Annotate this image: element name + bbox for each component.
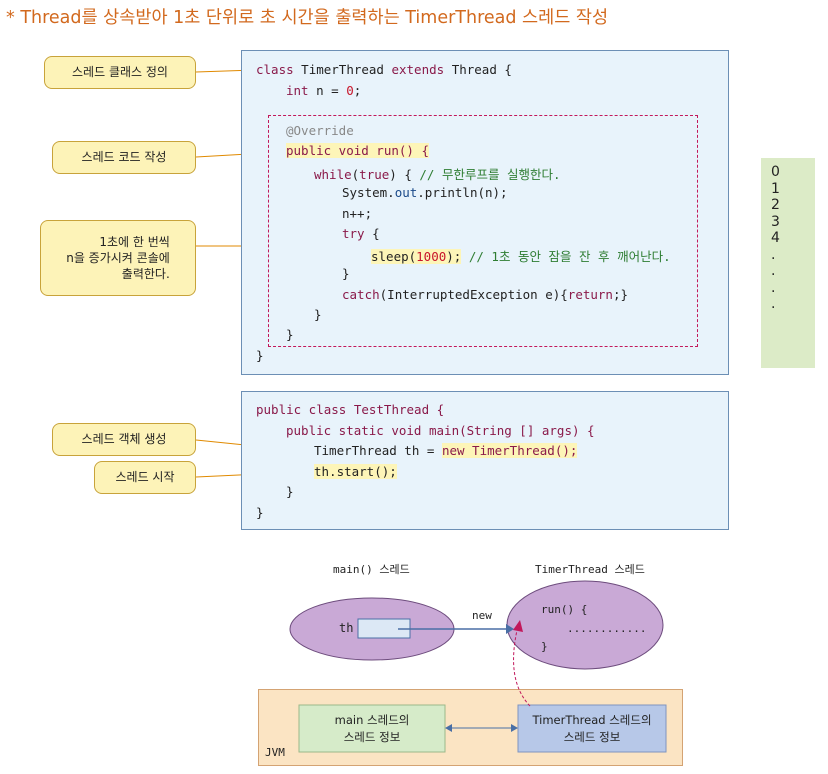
callout-create-object: 스레드 객체 생성 [52, 423, 196, 456]
callout-text: 스레드 시작 [115, 470, 175, 485]
run-code-line: } [541, 640, 548, 653]
output-line: 2 [771, 197, 780, 213]
callout-thread-code: 스레드 코드 작성 [52, 141, 196, 174]
run-link-arrow [513, 625, 531, 707]
callout-increment: 1초에 한 번씩 n을 증가시켜 콘솔에 출력한다. [40, 220, 196, 296]
timer-thread-code-box [241, 50, 729, 375]
callout-start-thread: 스레드 시작 [94, 461, 196, 494]
code-line: while(true) { // 무한루프를 실행한다. [314, 167, 561, 182]
code-line: System.out.println(n); [342, 185, 508, 200]
run-code-line: ............ [567, 622, 647, 635]
timer-thread-label: TimerThread 스레드 [535, 563, 645, 576]
code-line: n++; [342, 206, 373, 221]
output-line: 1 [771, 180, 780, 197]
callout-text-line: 출력한다. [121, 267, 170, 282]
callout-text-line: n을 증가시켜 콘솔에 [66, 250, 170, 265]
output-line: 4 [771, 230, 780, 246]
callout-text: 스레드 객체 생성 [81, 432, 167, 447]
main-thread-label: main() 스레드 [333, 563, 410, 576]
code-line: class TimerThread extends Thread { [256, 62, 512, 77]
jvm-label: JVM [265, 746, 285, 759]
callout-text-line: 1초에 한 번씩 [99, 234, 170, 249]
code-line: catch(InterruptedException e){return;} [342, 287, 629, 302]
main-info-box [298, 704, 446, 753]
code-line: } [314, 307, 322, 322]
output-line: 0 [771, 164, 780, 180]
code-line: @Override [286, 123, 354, 138]
code-line: int n = 0; [286, 83, 362, 98]
output-line: . [771, 263, 776, 279]
info-text: main 스레드의 [334, 712, 410, 727]
code-line: } [256, 505, 264, 520]
code-line: public void run() { [286, 143, 429, 158]
page-title: * Thread를 상속받아 1초 단위로 초 시간을 출력하는 TimerTh… [6, 8, 609, 28]
callout-class-definition: 스레드 클래스 정의 [44, 56, 196, 89]
code-line: TimerThread th = new TimerThread(); [314, 443, 578, 458]
code-line: } [286, 327, 294, 342]
code-line: th.start(); [314, 464, 397, 479]
timer-thread-info: TimerThread 스레드의 스레드 정보 [518, 705, 666, 752]
th-variable: th [339, 621, 354, 635]
code-line: try { [342, 226, 380, 241]
timer-info-box [517, 704, 667, 753]
code-line: sleep(1000); // 1초 동안 잠을 잔 후 깨어난다. [371, 249, 671, 264]
info-text: 스레드 정보 [343, 729, 401, 744]
output-line: . [771, 279, 776, 296]
main-thread-info: main 스레드의 스레드 정보 [299, 705, 445, 752]
callout-text: 스레드 코드 작성 [81, 150, 167, 165]
callout-text: 스레드 클래스 정의 [72, 65, 168, 80]
new-label: new [472, 609, 492, 622]
output-line: . [771, 296, 776, 312]
info-text: TimerThread 스레드의 [532, 712, 652, 727]
code-line: public class TestThread { [256, 402, 445, 417]
output-line: 3 [771, 213, 780, 230]
info-text: 스레드 정보 [563, 729, 621, 744]
code-line: public static void main(String [] args) … [286, 423, 595, 438]
test-thread-code-box [241, 391, 729, 530]
code-line: } [256, 348, 264, 363]
run-method-highlight [268, 115, 698, 347]
console-output: 0 1 2 3 4 . . . . [761, 158, 815, 368]
output-line: . [771, 246, 776, 263]
code-line: } [342, 266, 350, 281]
code-line: } [286, 484, 294, 499]
run-code-line: run() { [541, 603, 588, 616]
